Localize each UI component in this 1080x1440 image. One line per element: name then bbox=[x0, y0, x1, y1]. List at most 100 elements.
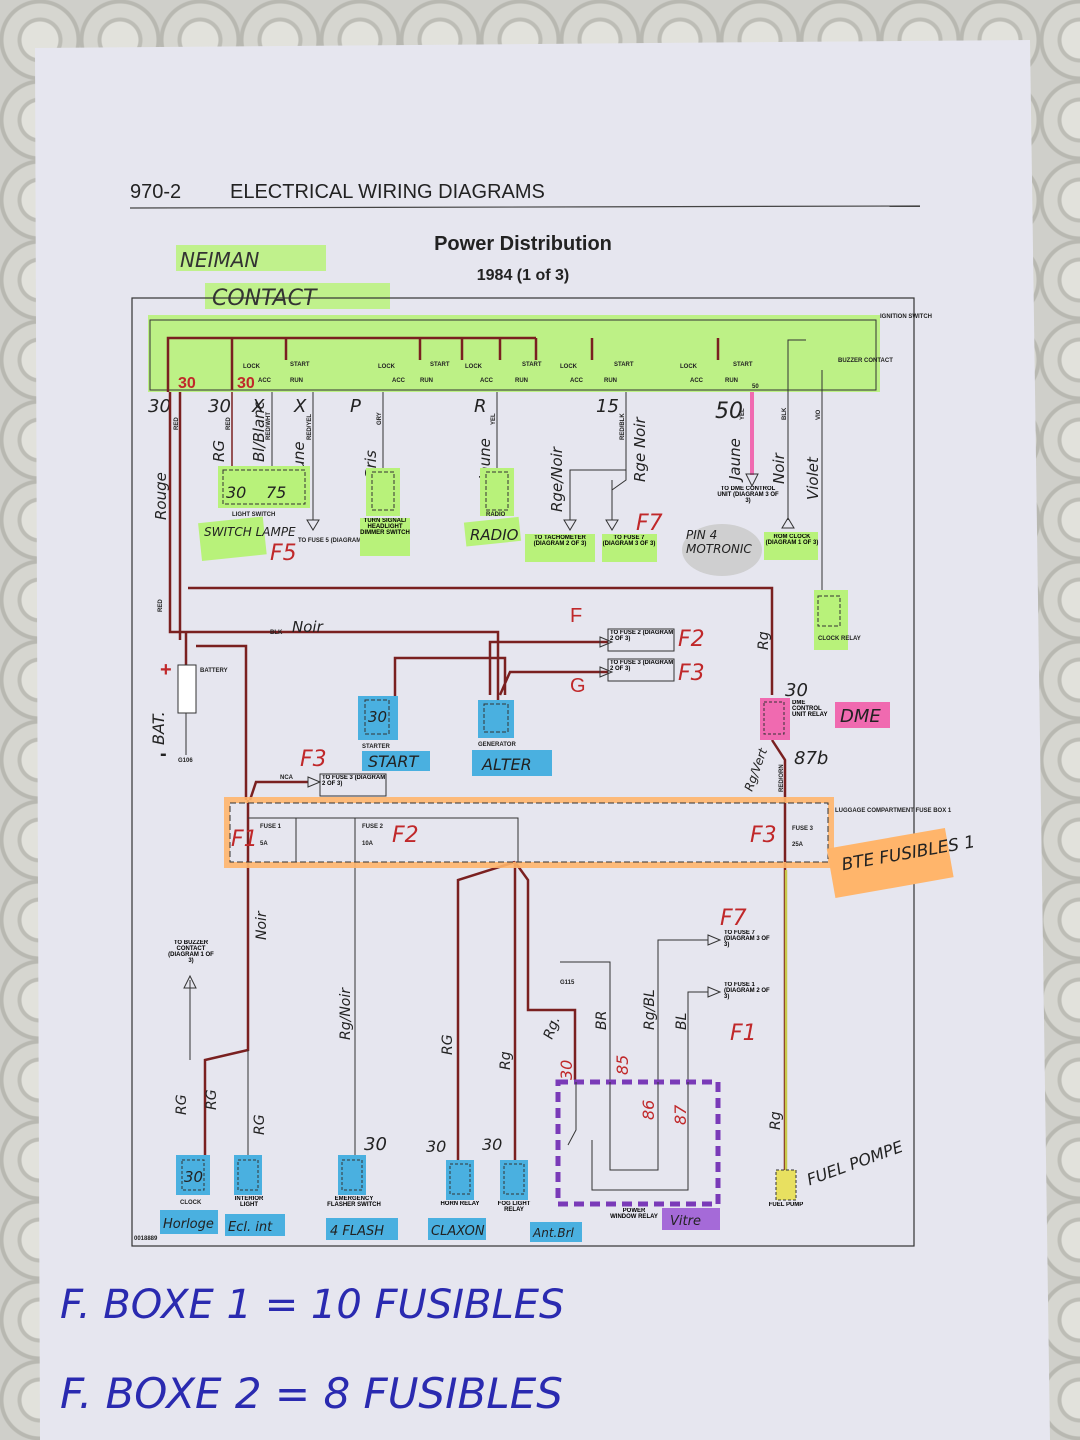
diagram-frame bbox=[131, 297, 915, 1247]
svg-text:YEL: YEL bbox=[740, 408, 746, 420]
header-rule bbox=[129, 205, 921, 209]
power-window-relay bbox=[567, 1082, 689, 1191]
fuel-pump bbox=[775, 1169, 797, 1201]
start-note-highlight bbox=[362, 751, 430, 771]
svg-text:Rg: Rg bbox=[768, 1111, 784, 1130]
svg-text:ACC: ACC bbox=[570, 378, 584, 384]
svg-text:Rouge: Rouge bbox=[152, 472, 170, 520]
svg-text:10A: 10A bbox=[362, 841, 374, 847]
radio-note: RADIO bbox=[470, 526, 519, 544]
to-fuse5-label: TO FUSE 5 (DIAGRAM 3 OF 3) bbox=[298, 538, 383, 544]
power-window-pins: 30 85 86 87 bbox=[557, 1055, 690, 1125]
to-fuse7-arrow bbox=[605, 519, 619, 531]
generator bbox=[483, 703, 509, 733]
svg-text:86: 86 bbox=[639, 1100, 658, 1120]
neiman-highlight bbox=[176, 245, 326, 271]
turn-signal-highlight bbox=[366, 468, 400, 516]
svg-text:85: 85 bbox=[613, 1055, 632, 1075]
svg-text:RG: RG bbox=[252, 1114, 268, 1135]
radio-highlight bbox=[480, 468, 514, 516]
svg-text:START: START bbox=[430, 362, 450, 368]
f1-bottom-note: F1 bbox=[730, 1021, 757, 1046]
svg-text:15: 15 bbox=[596, 396, 619, 417]
svg-text:R: R bbox=[474, 396, 487, 417]
thin-wires bbox=[189, 817, 708, 1165]
bottom-handwritten-wire-colors: RG RG RG Noir Rg/Noir RG Rg Rg. BR Rg/BL… bbox=[174, 910, 784, 1135]
ignition-switch-highlight bbox=[148, 315, 880, 392]
power-window-relay-label: POWER WINDOW RELAY bbox=[610, 1208, 658, 1220]
svg-text:Rge/Noir: Rge/Noir bbox=[548, 446, 566, 512]
svg-text:Rge Noir: Rge Noir bbox=[631, 416, 649, 482]
buzzer-contact-wire bbox=[787, 339, 823, 392]
light-switch-30: 30 bbox=[226, 483, 246, 502]
fog-light-relay bbox=[503, 1163, 525, 1195]
starter-label: STARTER bbox=[362, 744, 391, 750]
light-switch-75: 75 bbox=[266, 483, 286, 502]
fusebox-highlight bbox=[224, 797, 834, 868]
ignition-output-wires bbox=[178, 392, 823, 640]
terminal-30-b: 30 bbox=[237, 375, 255, 392]
interior-light-highlight bbox=[234, 1155, 262, 1195]
starter-30: 30 bbox=[368, 708, 387, 726]
svg-text:F2: F2 bbox=[392, 823, 419, 848]
svg-text:RUN: RUN bbox=[725, 378, 738, 384]
interior-light bbox=[237, 1159, 259, 1191]
svg-text:LOCK: LOCK bbox=[378, 364, 396, 370]
ignition-switch-label: IGNITION SWITCH bbox=[880, 314, 932, 320]
svg-text:Rg/BL: Rg/BL bbox=[642, 989, 658, 1030]
svg-text:RUN: RUN bbox=[515, 378, 528, 384]
light-switch-label: LIGHT SWITCH bbox=[232, 512, 275, 518]
radio-label: RADIO bbox=[486, 512, 506, 518]
page-number: 970-2 bbox=[130, 181, 181, 203]
wire-color-labels: RED RED RED/WHT RED/YEL GRY YEL RED/BLK … bbox=[174, 407, 822, 440]
vitre-highlight bbox=[662, 1208, 720, 1230]
to-fuse7-label: TO FUSE 7 (DIAGRAM 3 OF 3) bbox=[602, 535, 656, 547]
svg-text:25A: 25A bbox=[792, 842, 804, 848]
dme-30: 30 bbox=[785, 680, 808, 701]
flasher-30: 30 bbox=[364, 1134, 387, 1155]
svg-text:RUN: RUN bbox=[604, 378, 617, 384]
turn-signal-label: TURN SIGNAL/ HEADLIGHT DIMMER SWITCH bbox=[360, 518, 410, 536]
start-note: START bbox=[368, 752, 420, 771]
svg-text:RUN: RUN bbox=[290, 378, 303, 384]
svg-text:30: 30 bbox=[557, 1060, 576, 1080]
handwritten-terminals: 30 30 X X P R 15 50 bbox=[148, 396, 743, 424]
neiman-note: NEIMAN bbox=[180, 248, 259, 272]
svg-text:Rg/Noir: Rg/Noir bbox=[338, 987, 354, 1040]
horloge-highlight bbox=[160, 1210, 218, 1234]
svg-text:YEL: YEL bbox=[491, 413, 497, 425]
alter-note: ALTER bbox=[481, 755, 532, 774]
flasher-highlight bbox=[338, 1155, 366, 1195]
alter-note-highlight bbox=[472, 750, 552, 776]
antbrl-highlight bbox=[530, 1222, 582, 1242]
svg-text:START: START bbox=[290, 362, 310, 368]
battery-label: BATTERY bbox=[200, 668, 228, 674]
svg-text:Violet: Violet bbox=[804, 456, 822, 500]
g115-label: G115 bbox=[560, 980, 575, 986]
interior-light-label: INTERIOR LIGHT bbox=[234, 1196, 264, 1208]
to-fuse3b-box bbox=[319, 773, 387, 797]
svg-text:LOCK: LOCK bbox=[680, 364, 698, 370]
to-dme-arrow bbox=[745, 473, 759, 488]
fuse-1: FUSE 15A F1 bbox=[231, 824, 282, 852]
rom-clock-label: ROM CLOCK (DIAGRAM 1 OF 3) bbox=[765, 534, 819, 546]
battery bbox=[177, 664, 197, 714]
svg-text:X: X bbox=[251, 396, 265, 417]
fbox1-note: F. BOXE 1 = 10 FUSIBLES bbox=[60, 1282, 564, 1328]
svg-text:RG: RG bbox=[440, 1034, 456, 1055]
fbox2-note: F. BOXE 2 = 8 FUSIBLES bbox=[60, 1369, 563, 1418]
light-switch bbox=[222, 469, 306, 505]
f2-note: F2 bbox=[678, 627, 705, 652]
generator-label: GENERATOR bbox=[478, 742, 516, 748]
tacho-highlight bbox=[525, 534, 595, 562]
bte-note-highlight bbox=[826, 827, 954, 899]
light-switch-highlight bbox=[218, 466, 310, 508]
clock-relay-highlight bbox=[814, 590, 848, 650]
diagram-title: Power Distribution bbox=[434, 233, 612, 255]
svg-text:LOCK: LOCK bbox=[243, 364, 261, 370]
fusebox-label: LUGGAGE COMPARTMENT FUSE BOX 1 bbox=[835, 808, 952, 814]
to-dme-label: TO DME CONTROL UNIT (DIAGRAM 3 OF 3) bbox=[717, 486, 779, 504]
to-fuse3-arrow bbox=[599, 666, 614, 678]
dme-87b: 87b bbox=[794, 748, 828, 769]
